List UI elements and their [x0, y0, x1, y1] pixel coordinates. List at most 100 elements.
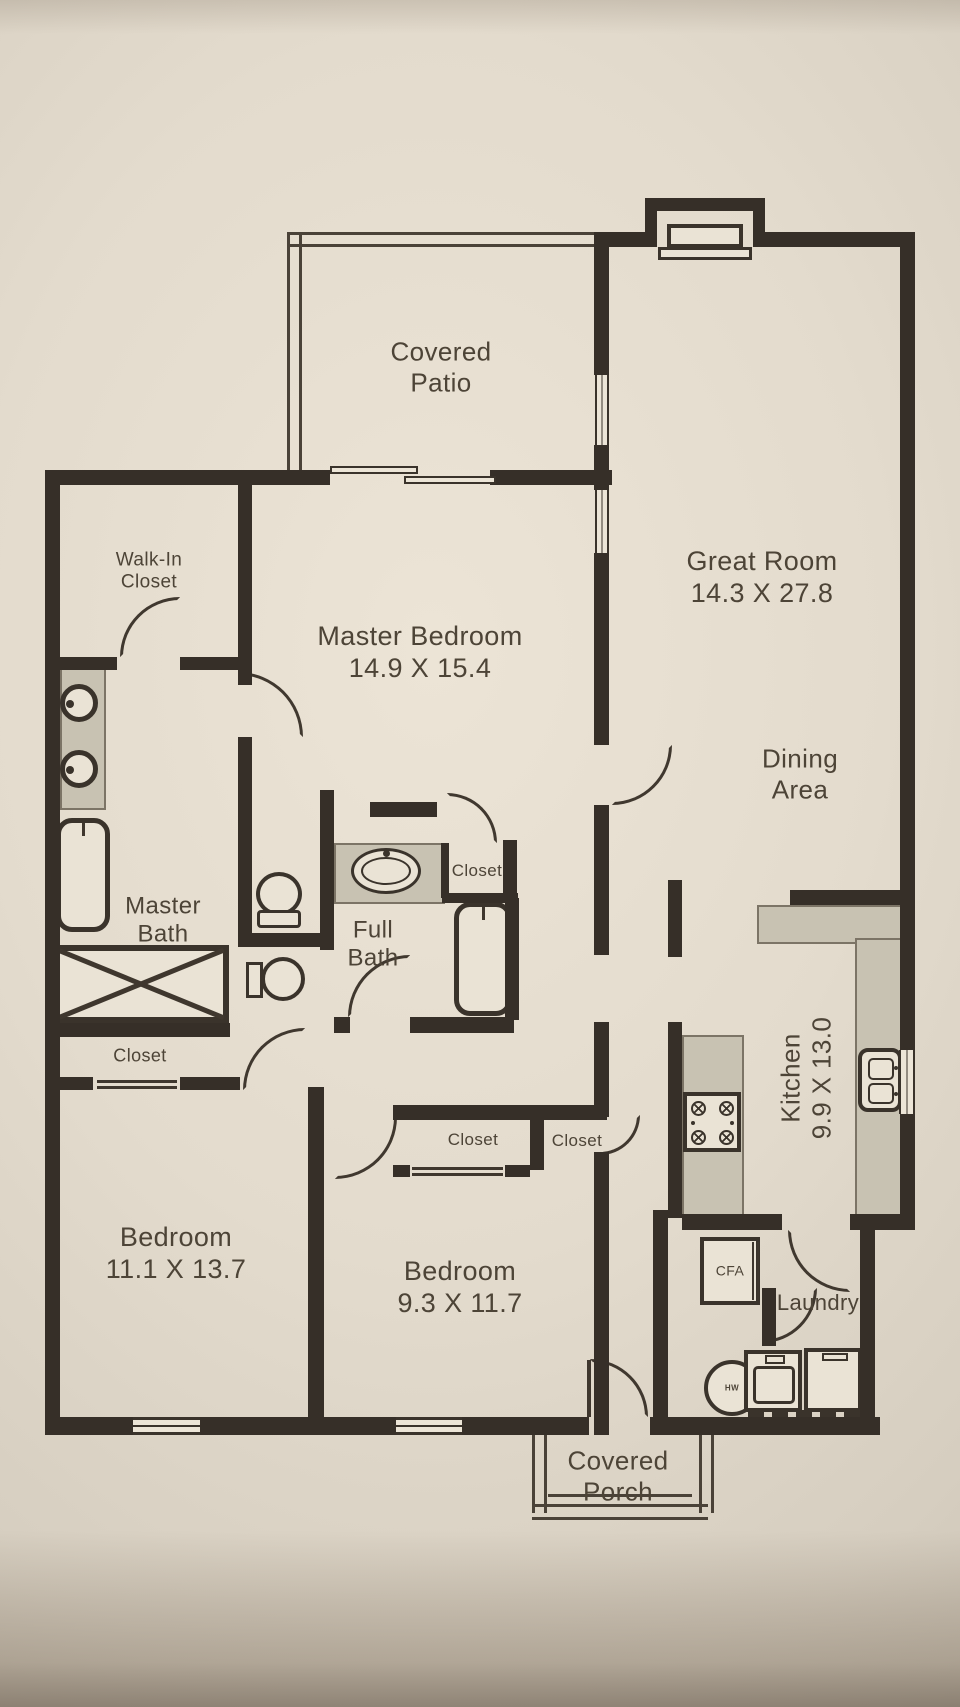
wall-line [587, 1360, 591, 1417]
label-bedroom-2: Bedroom 9.3 X 11.7 [397, 1256, 523, 1318]
wall [320, 790, 334, 950]
wall [503, 840, 517, 900]
wall [45, 1417, 135, 1435]
label-kitchen: Kitchen 9.9 X 13.0 [775, 1016, 836, 1140]
washer [744, 1350, 802, 1412]
wall [762, 1288, 776, 1346]
label-closet-master: Closet [113, 1045, 167, 1066]
kitchen-sink-window [899, 1050, 915, 1114]
wall [860, 1229, 875, 1417]
label-master-bath: Master Bath [125, 892, 201, 948]
wall [668, 880, 682, 957]
porch-wall-left [532, 1435, 547, 1513]
wall [180, 1077, 240, 1090]
label-great-room: Great Room 14.3 X 27.8 [686, 546, 838, 608]
wall [505, 1165, 530, 1177]
master-toilet [255, 872, 303, 934]
fireplace [645, 198, 765, 260]
wall [594, 805, 609, 903]
photo-shade-top [0, 0, 960, 34]
wall [410, 1017, 514, 1033]
hall-closet-door-arc [447, 793, 497, 843]
label-laundry: Laundry [776, 1290, 860, 1316]
label-closet-bed2b: Closet [551, 1130, 603, 1150]
label-closet-bed2a: Closet [447, 1129, 499, 1149]
wall [668, 1022, 682, 1218]
wall-line [97, 1086, 177, 1089]
wall [790, 890, 900, 905]
wall [200, 1417, 398, 1435]
patio-wall-left [287, 232, 302, 472]
great-room-patio-window-1 [595, 375, 609, 445]
wall [594, 445, 609, 490]
patio-slider-panel-2 [404, 476, 496, 484]
master-shower [53, 945, 229, 1023]
wall [505, 898, 519, 1020]
wall-line [412, 1173, 503, 1176]
wall [180, 657, 252, 670]
wall [45, 1077, 93, 1090]
label-bedroom-1: Bedroom 11.1 X 13.7 [105, 1222, 247, 1284]
cfa-furnace-closet [700, 1237, 760, 1305]
label-cfa: CFA [715, 1262, 745, 1279]
wall [650, 1417, 880, 1435]
label-covered-patio: Covered Patio [390, 336, 492, 397]
label-walk-in-closet: Walk-In Closet [115, 549, 183, 593]
wall [238, 485, 252, 685]
wall [45, 470, 60, 1435]
wall [370, 802, 437, 817]
appliance-base [748, 1410, 860, 1417]
coat-closet-door-arc [600, 1115, 640, 1155]
vanity-sink-2 [60, 750, 98, 788]
wall [238, 807, 252, 947]
wall [900, 232, 915, 1050]
bedroom-1-window [133, 1417, 200, 1435]
wall [45, 1023, 230, 1037]
label-hw: HW [724, 1383, 740, 1393]
wall [594, 1152, 609, 1435]
wall-line [412, 1167, 503, 1170]
photo-shade-bottom [0, 1530, 960, 1707]
vanity-sink-1 [60, 684, 98, 722]
wall [594, 232, 645, 247]
wall [442, 893, 518, 903]
patio-slider-panel-1 [330, 466, 418, 474]
kitchen-sink [858, 1048, 902, 1112]
dryer [804, 1348, 862, 1412]
label-dining-area: Dining Area [761, 743, 839, 804]
wall [238, 933, 334, 947]
great-room-patio-window-2 [595, 490, 609, 553]
wall [594, 232, 609, 375]
wall [594, 1022, 609, 1117]
label-closet-hall: Closet [451, 860, 503, 880]
bedroom-1-door-arc [243, 1028, 305, 1090]
kitchen-counter-top [757, 905, 907, 944]
wall [462, 1417, 589, 1435]
bedroom-2-window [396, 1417, 462, 1435]
wall [900, 1114, 915, 1214]
laundry-entry-door-arc [788, 1230, 850, 1292]
patio-wall-top [287, 232, 599, 247]
wall [594, 893, 609, 955]
porch-step [548, 1494, 692, 1507]
wall [530, 1120, 544, 1170]
wall [393, 1165, 410, 1177]
wall [334, 1017, 350, 1033]
wall [60, 657, 117, 670]
full-bath-sink [351, 848, 421, 894]
wall [765, 232, 907, 247]
master-bathtub [56, 818, 110, 932]
wall [594, 553, 609, 745]
wall [490, 470, 612, 485]
porch-wall-right [699, 1435, 714, 1513]
wall [682, 1214, 782, 1230]
stove [683, 1092, 741, 1152]
wall [850, 1214, 915, 1230]
label-full-bath: Full Bath [347, 916, 399, 972]
wall [238, 737, 252, 807]
master-bedroom-door-arc [612, 745, 672, 805]
wall [441, 843, 449, 898]
full-bath-toilet [246, 956, 306, 1002]
wall [653, 1210, 668, 1417]
